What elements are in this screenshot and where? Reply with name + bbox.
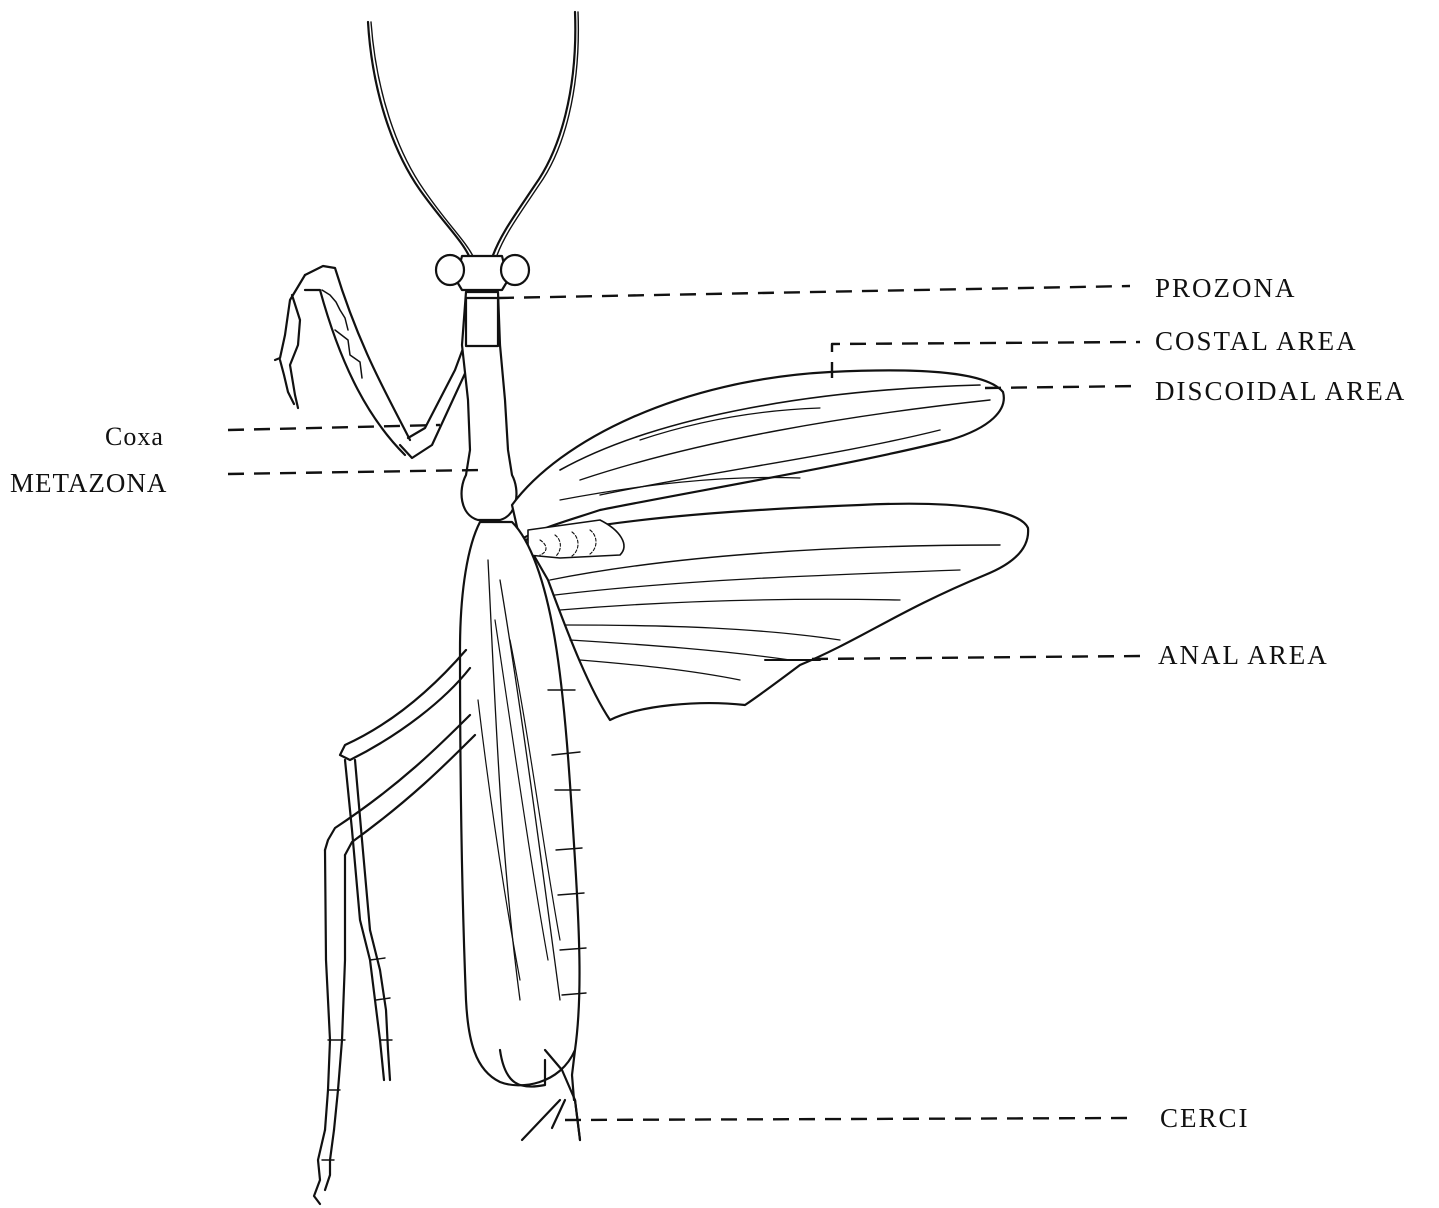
- label-cerci: CERCI: [1160, 1105, 1250, 1132]
- discoidal-area-leader: [985, 386, 1140, 388]
- label-costal-area: COSTAL AREA: [1155, 328, 1358, 355]
- raptorial-foreleg: [275, 266, 478, 458]
- middle-leg: [340, 650, 470, 1080]
- anal-area-leader: [812, 656, 1140, 659]
- prozona-leader: [498, 286, 1130, 298]
- pronotum: [462, 292, 517, 520]
- cerci-leader: [565, 1118, 1130, 1120]
- head: [436, 255, 529, 290]
- antennae: [368, 12, 578, 258]
- hind-leg: [314, 715, 475, 1204]
- posterior-wing: [525, 504, 1028, 720]
- label-prozona: PROZONA: [1155, 275, 1297, 302]
- coxa-leader: [228, 425, 440, 430]
- label-coxa: Coxa: [105, 424, 164, 450]
- metazona-leader: [228, 470, 480, 474]
- label-anal-area: ANAL AREA: [1158, 642, 1329, 669]
- label-discoidal-area: DISCOIDAL AREA: [1155, 378, 1406, 405]
- label-metazona: METAZONA: [10, 470, 167, 497]
